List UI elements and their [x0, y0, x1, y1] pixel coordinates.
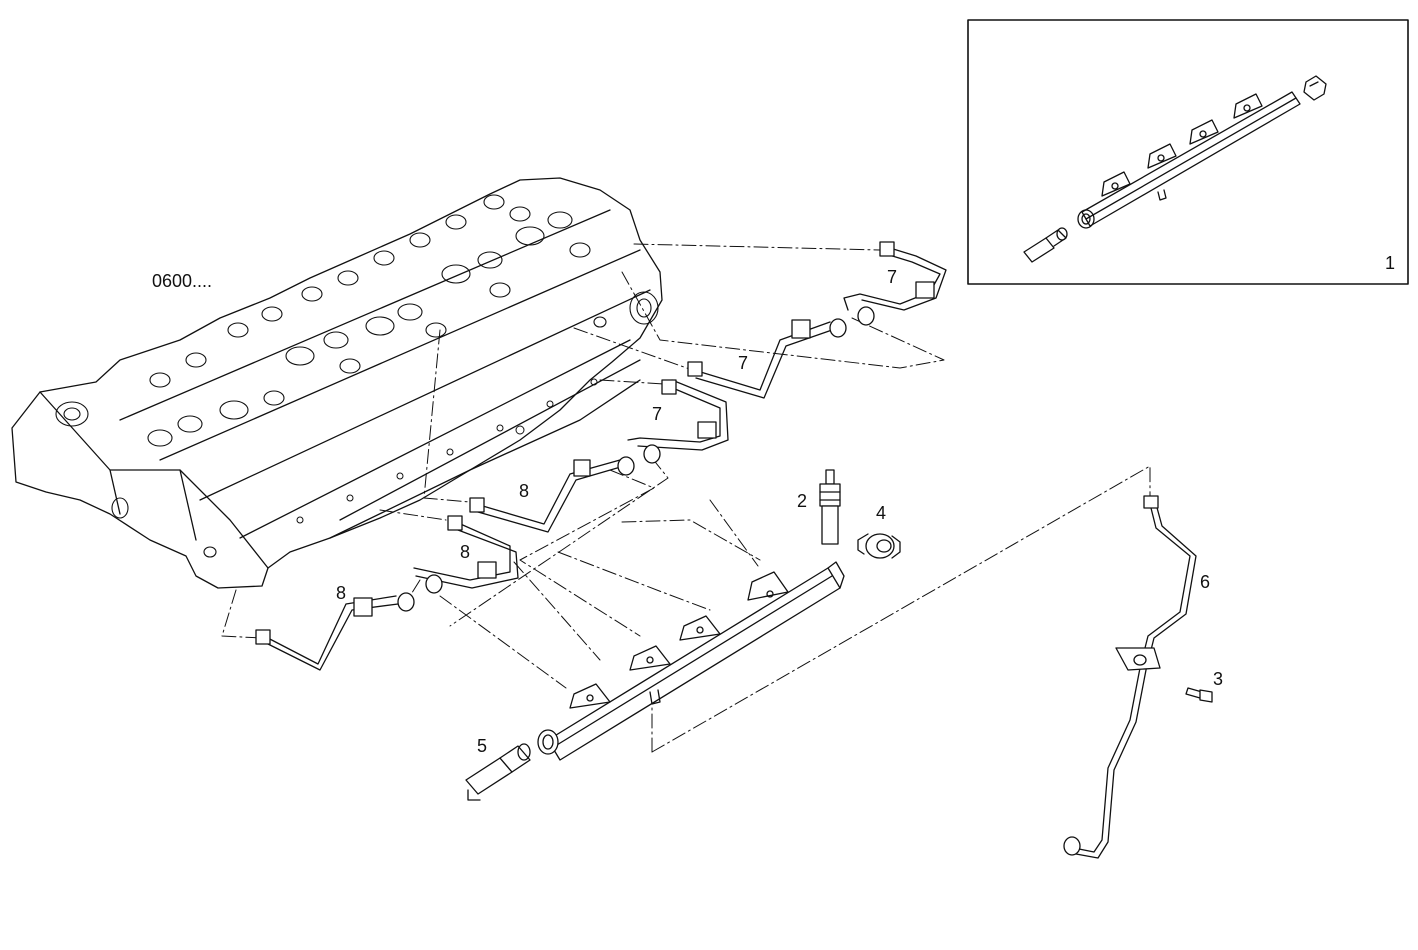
injection-pipe-icon: [255, 241, 947, 671]
return-pipe-icon: [1063, 495, 1197, 859]
inset-fuel-rail-icon: [1023, 75, 1327, 263]
bolt-icon: [1185, 687, 1213, 703]
callout-2: 2: [797, 491, 808, 511]
callout-8-lower: 8: [336, 583, 347, 603]
reference-label: 0600....: [152, 271, 213, 291]
fuel-rail-icon: [537, 561, 845, 761]
callout-7-lower: 7: [652, 404, 663, 424]
callout-7-middle: 7: [738, 353, 749, 373]
callout-3: 3: [1213, 669, 1224, 689]
callout-8-middle: 8: [460, 542, 471, 562]
connector-pin-icon: [819, 469, 841, 545]
plug-icon: [857, 533, 901, 559]
callout-4: 4: [876, 503, 887, 523]
cylinder-head-icon: [11, 177, 663, 589]
callout-7-top: 7: [887, 267, 898, 287]
callout-8-upper: 8: [519, 481, 530, 501]
pressure-sensor-icon: [465, 743, 531, 801]
callout-5: 5: [477, 736, 488, 756]
inset-part-label: 1: [1385, 253, 1396, 273]
callout-6: 6: [1200, 572, 1211, 592]
